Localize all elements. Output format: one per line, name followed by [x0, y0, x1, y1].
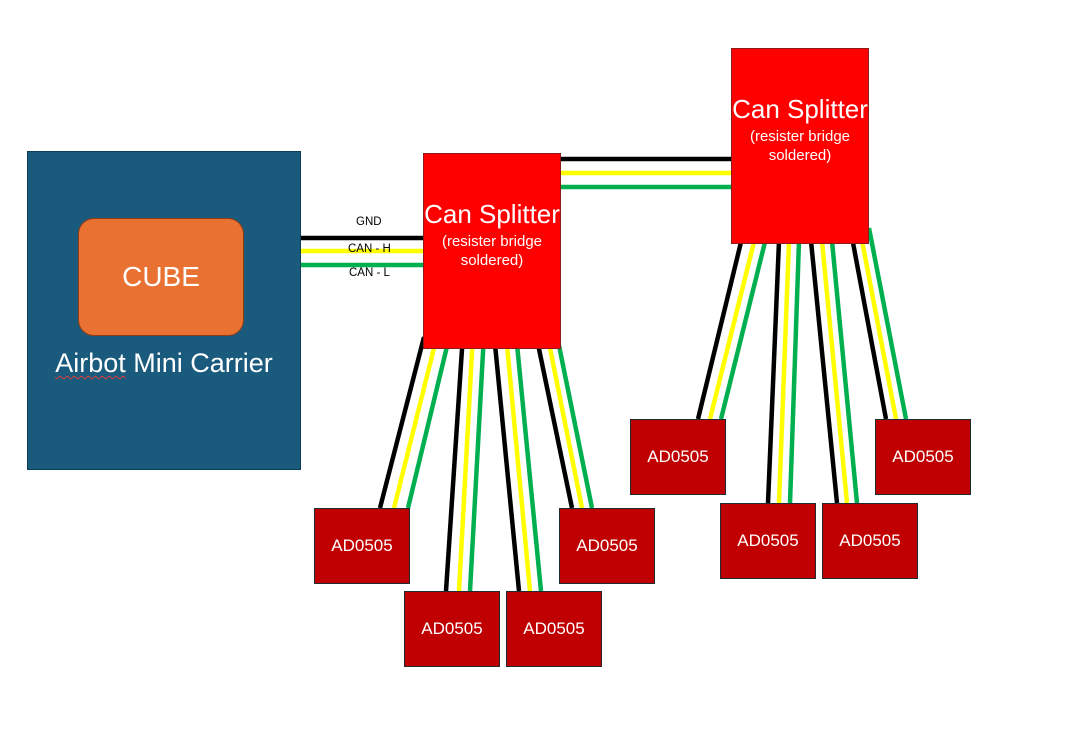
carrier-splitter1-bus	[301, 235, 429, 268]
node-label: AD0505	[647, 447, 709, 466]
branch-s2-node5	[695, 237, 769, 420]
splitter-title: Can Splitter	[732, 94, 868, 124]
ad0505-node: AD0505	[720, 503, 816, 579]
ad0505-node: AD0505	[404, 591, 500, 667]
branch-s2-node8	[848, 227, 909, 420]
splitter-subtitle: (resister bridge soldered)	[441, 233, 543, 269]
carrier-label-rest: Mini Carrier	[125, 348, 273, 378]
cube-module: CUBE	[78, 218, 244, 336]
node-label: AD0505	[892, 447, 954, 466]
label-can-l: CAN - L	[349, 267, 390, 279]
node-label: AD0505	[839, 531, 901, 550]
branch-s1-node1	[377, 333, 453, 509]
node-label: AD0505	[523, 619, 585, 638]
branch-s2-node6	[765, 240, 802, 504]
carrier-label: Airbot Mini Carrier	[28, 348, 300, 379]
can-splitter-1: Can Splitter (resister bridge soldered)	[423, 153, 561, 349]
ad0505-node: AD0505	[875, 419, 971, 495]
node-label: AD0505	[421, 619, 483, 638]
node-label: AD0505	[737, 531, 799, 550]
branch-s1-node3	[491, 333, 544, 592]
branch-s1-node2	[443, 333, 487, 592]
splitter1-splitter2-bus	[553, 156, 738, 190]
label-gnd: GND	[356, 216, 382, 228]
branch-s2-node7	[808, 240, 860, 504]
can-splitter-2: Can Splitter (resister bridge soldered)	[731, 48, 869, 244]
ad0505-node: AD0505	[314, 508, 410, 584]
ad0505-node: AD0505	[506, 591, 602, 667]
airbot-mini-carrier: CUBE Airbot Mini Carrier	[27, 151, 301, 470]
carrier-label-brand: Airbot	[55, 348, 126, 378]
splitter-subtitle: (resister bridge soldered)	[749, 128, 851, 164]
cube-label: CUBE	[122, 261, 200, 292]
node-label: AD0505	[331, 536, 393, 555]
ad0505-node: AD0505	[630, 419, 726, 495]
splitter-title: Can Splitter	[424, 199, 560, 229]
label-can-h: CAN - H	[348, 243, 391, 255]
ad0505-node: AD0505	[822, 503, 918, 579]
ad0505-node: AD0505	[559, 508, 655, 584]
node-label: AD0505	[576, 536, 638, 555]
